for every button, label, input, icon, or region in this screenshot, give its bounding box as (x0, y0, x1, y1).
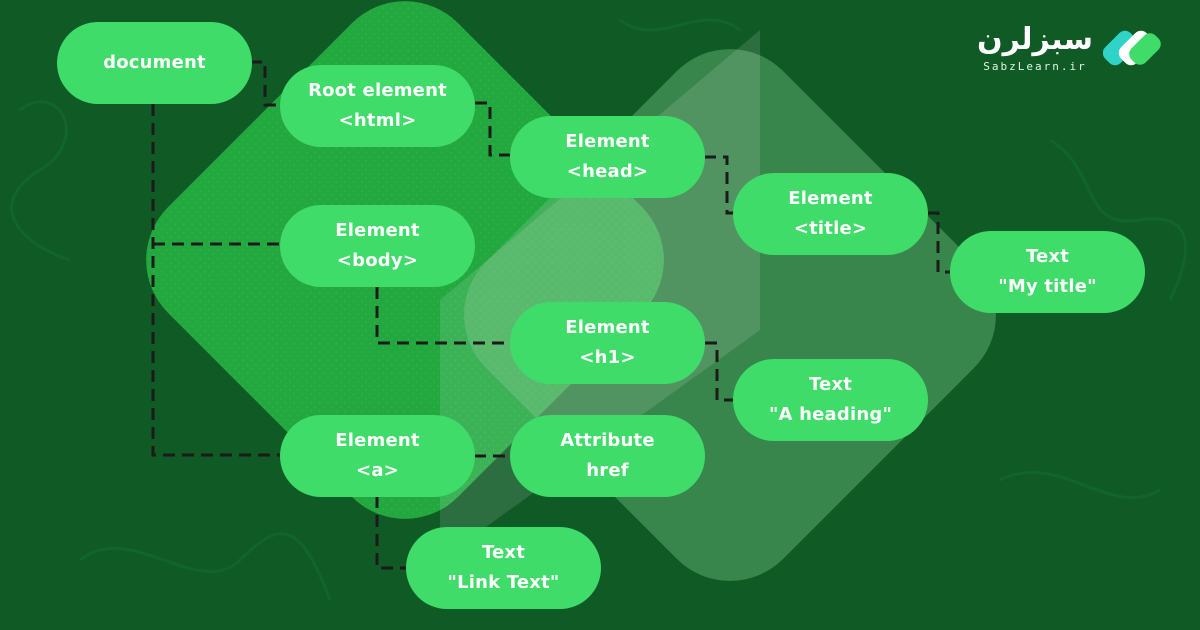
node-h1-label: Element (565, 317, 650, 338)
node-title: Element <title> (733, 173, 928, 255)
node-document-label: document (103, 52, 206, 73)
node-a-tag: <a> (356, 460, 399, 481)
node-title-text: Text "My title" (950, 231, 1145, 313)
node-head-tag: <head> (566, 161, 649, 182)
node-a: Element <a> (280, 415, 475, 497)
node-title-text-value: "My title" (998, 276, 1097, 297)
node-attribute-href: Attribute href (510, 415, 705, 497)
node-body-tag: <body> (336, 250, 419, 271)
connector-lines (151, 60, 950, 570)
node-title-label: Element (788, 188, 873, 209)
node-title-text-label: Text (1025, 246, 1070, 267)
node-html-tag: <html> (338, 110, 417, 131)
node-head: Element <head> (510, 116, 705, 198)
node-a-label: Element (335, 430, 420, 451)
node-link-text: Text "Link Text" (406, 527, 601, 609)
node-h1-text-label: Text (808, 374, 853, 395)
node-attribute-label: Attribute (560, 430, 655, 451)
node-title-tag: <title> (793, 218, 868, 239)
node-h1-text: Text "A heading" (733, 359, 928, 441)
node-html-label: Root element (308, 80, 447, 101)
node-h1: Element <h1> (510, 302, 705, 384)
node-document: document (57, 22, 252, 104)
background-texture (10, 18, 1187, 601)
node-html: Root element <html> (280, 65, 475, 147)
node-link-text-value: "Link Text" (447, 572, 560, 593)
logo-icon (1103, 30, 1161, 66)
node-body: Element <body> (280, 205, 475, 287)
node-body-label: Element (335, 220, 420, 241)
node-attribute-name: href (586, 460, 629, 481)
node-head-label: Element (565, 131, 650, 152)
brand-name: سبزلرن (977, 22, 1093, 57)
node-link-text-label: Text (481, 542, 526, 563)
node-h1-tag: <h1> (579, 347, 636, 368)
node-h1-text-value: "A heading" (768, 404, 893, 425)
brand-site: SabzLearn.ir (983, 60, 1087, 73)
sabzlearn-logo[interactable]: سبزلرن SabzLearn.ir (975, 20, 1185, 80)
